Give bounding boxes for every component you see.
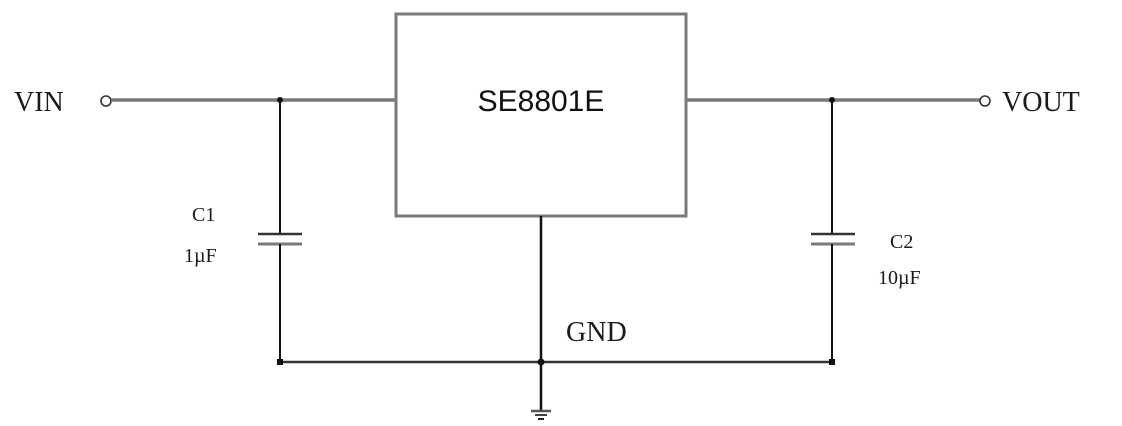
ground-junction-dot	[537, 358, 545, 366]
ic-box	[394, 12, 688, 218]
gnd-label: GND	[566, 317, 627, 348]
capacitor-c2	[811, 100, 855, 362]
c1-value-label: 1µF	[184, 245, 217, 267]
vin-terminal-icon	[100, 95, 112, 107]
ground-corner-left	[277, 359, 283, 365]
vout-terminal-icon	[979, 95, 991, 107]
c1-ref-label: C1	[192, 204, 215, 226]
ic-label: SE8801E	[478, 85, 605, 118]
vout-label: VOUT	[1002, 87, 1080, 118]
vin-label: VIN	[14, 87, 64, 118]
ground-corner-right	[829, 359, 835, 365]
c2-ref-label: C2	[890, 231, 913, 253]
capacitor-c1	[258, 100, 302, 362]
ground-icon	[531, 409, 551, 420]
c2-value-label: 10µF	[878, 267, 921, 289]
